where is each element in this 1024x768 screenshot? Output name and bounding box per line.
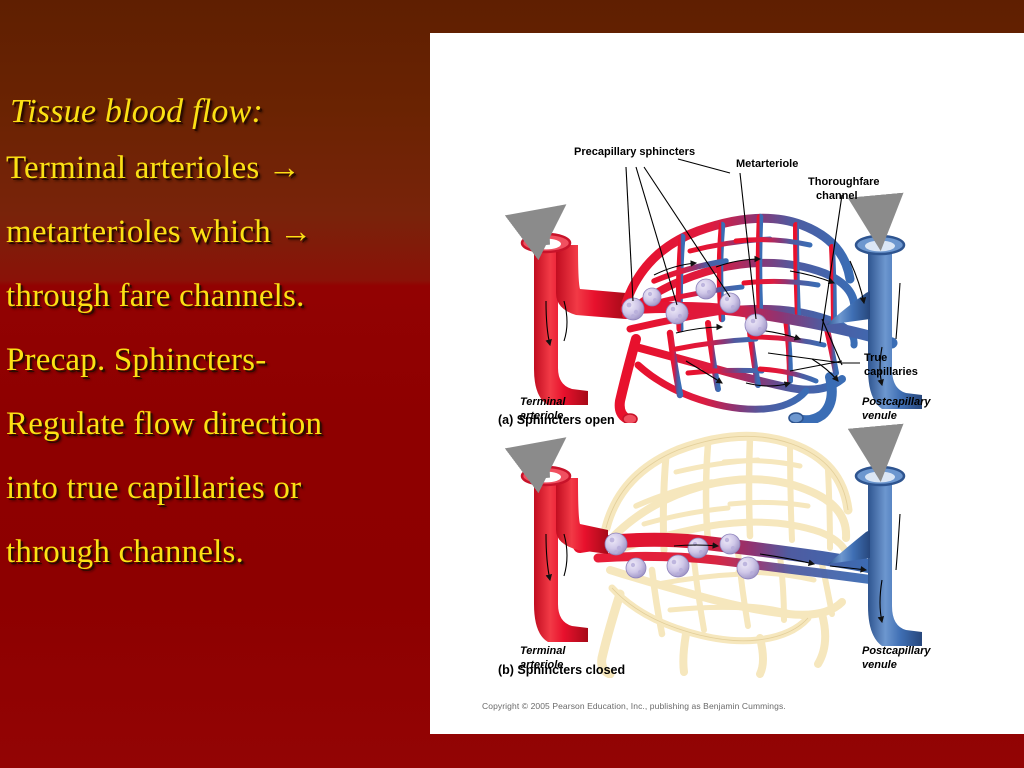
channel-flow-arrows-b xyxy=(673,542,868,573)
label-postcapillary-venule-line2-a: venule xyxy=(862,410,897,422)
terminal-arteriole-vessel-b xyxy=(504,437,608,642)
flow-arrow-out-b xyxy=(847,423,904,482)
label-terminal-arteriole-line1-a: Terminal xyxy=(520,396,566,408)
label-thoroughfare-channel-line2: channel xyxy=(816,190,858,202)
flow-arrow-out-a xyxy=(847,192,904,251)
label-thoroughfare-channel-line1: Thoroughfare xyxy=(808,176,880,188)
text-line-1: Terminal arterioles → xyxy=(6,150,302,186)
diagram-sphincters-open: Precapillary sphincters Metarteriole Tho… xyxy=(430,133,1024,423)
postcapillary-venule-vessel-a xyxy=(826,192,922,409)
label-metarteriole: Metarteriole xyxy=(736,158,798,170)
text-line-6: into true capillaries or xyxy=(6,470,302,506)
collapsed-capillary-bed-b xyxy=(597,431,853,678)
text-line-3: through fare channels. xyxy=(6,278,305,314)
slide-title: Tissue blood flow: xyxy=(10,93,263,130)
text-line-7: through channels. xyxy=(6,534,245,570)
label-postcapillary-venule-line2-b: venule xyxy=(862,659,897,671)
label-terminal-arteriole-line1-b: Terminal xyxy=(520,645,566,657)
label-postcapillary-venule-line1-a: Postcapillary xyxy=(862,396,931,408)
text-line-4: Precap. Sphincters- xyxy=(6,342,267,378)
slide-text-block: Tissue blood flow: Terminal arterioles →… xyxy=(4,88,428,584)
figure-panel: Precapillary sphincters Metarteriole Tho… xyxy=(430,33,1024,734)
copyright-notice: Copyright © 2005 Pearson Education, Inc.… xyxy=(482,701,786,711)
bed-flow-arrows-a xyxy=(653,255,867,388)
label-true-capillaries-line1: True xyxy=(864,352,887,364)
label-true-capillaries-line2: capillaries xyxy=(864,366,918,378)
caption-sphincters-closed: (b) Sphincters closed xyxy=(498,663,626,677)
leader-lines-a xyxy=(625,158,860,372)
postcapillary-venule-vessel-b xyxy=(828,423,922,646)
label-terminal-arteriole-line2-b: arteriole xyxy=(520,659,563,671)
terminal-arteriole-vessel-a xyxy=(504,204,626,405)
thoroughfare-channel-vessel-b xyxy=(573,532,885,575)
precapillary-sphincters-b xyxy=(604,532,760,580)
collapsed-bed-outline-b xyxy=(605,435,849,642)
text-line-2: metarterioles which → xyxy=(6,214,313,250)
label-postcapillary-venule-line1-b: Postcapillary xyxy=(862,645,931,657)
label-terminal-arteriole-line2-a: arteriole xyxy=(520,410,563,422)
diagram-sphincters-closed: Terminal arteriole Postcapillary venule xyxy=(430,418,1024,678)
caption-sphincters-open: (a) Sphincters open xyxy=(498,413,615,427)
label-precapillary-sphincters: Precapillary sphincters xyxy=(574,146,695,158)
flow-arrow-in-a xyxy=(504,204,567,261)
flow-arrow-in-b xyxy=(504,437,567,494)
text-line-5: Regulate flow direction xyxy=(6,406,323,442)
